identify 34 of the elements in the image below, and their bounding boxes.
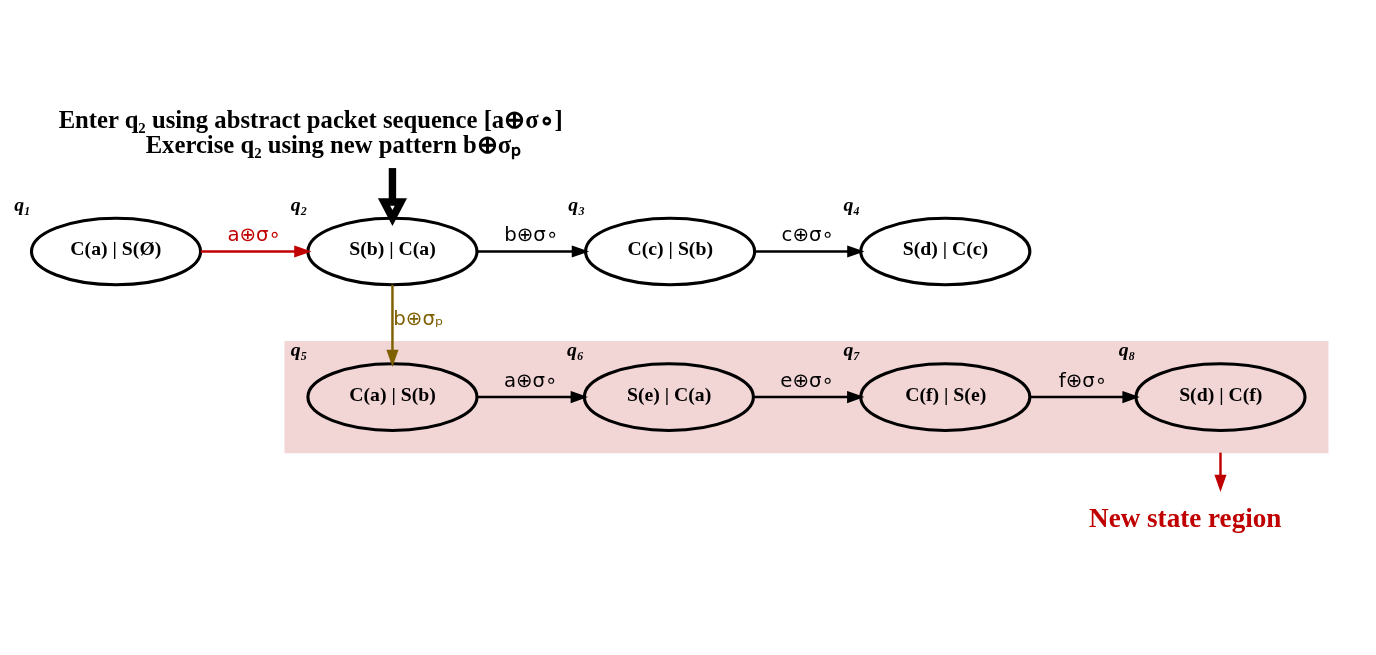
arrow	[1214, 452, 1227, 492]
edge-label: c⊕σ∘	[781, 222, 834, 246]
arrow	[477, 244, 590, 258]
node-label: q₅	[290, 337, 308, 360]
edge-label: a⊕σ∘	[503, 368, 558, 392]
node-label: q₁	[14, 192, 31, 215]
arrow	[200, 244, 312, 258]
node-text: New state region	[1089, 502, 1282, 533]
cluster	[284, 340, 1329, 453]
arrow	[753, 390, 865, 403]
arrow	[477, 390, 588, 403]
node-label: q₈	[1118, 337, 1136, 360]
arrow	[1030, 390, 1140, 403]
edge-label: a⊕σ∘	[227, 222, 281, 246]
arrow	[386, 284, 399, 367]
node-ellipse: S(d) | C(c)	[859, 216, 1032, 286]
edge-label: f⊕σ∘	[1058, 368, 1108, 392]
node-label: q₄	[843, 192, 861, 215]
node-ellipse: C(a) | S(b)	[306, 361, 479, 432]
node-label: q₂	[290, 192, 308, 215]
node-ellipse: C(c) | S(b)	[584, 216, 757, 286]
node-text: Enter q₂ using abstract packet sequence [a⊕σ∘] Exercise q₂ using new pattern b⊕σₚ	[58, 105, 563, 158]
edge-label: e⊕σ∘	[780, 368, 834, 392]
node-label: q₆	[567, 337, 584, 360]
node-ellipse: C(a) | S(Ø)	[29, 216, 203, 286]
edge-label: b⊕σ∘	[504, 222, 559, 246]
arrow	[754, 244, 865, 258]
node-label: q₃	[568, 192, 586, 215]
node-ellipse: C(f) | S(e)	[859, 361, 1032, 432]
node-ellipse: S(d) | C(f)	[1134, 361, 1307, 432]
node-label: q₇	[843, 337, 861, 360]
node-ellipse: S(e) | C(a)	[582, 361, 755, 432]
node-ellipse: S(b) | C(a)	[306, 216, 479, 286]
edge-label: b⊕σₚ	[393, 306, 444, 330]
